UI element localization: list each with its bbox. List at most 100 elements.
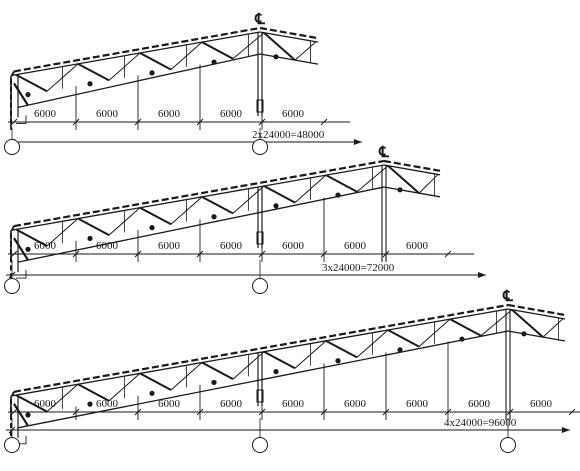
top-chord xyxy=(11,164,385,231)
truss-node xyxy=(87,81,93,87)
truss-node xyxy=(149,70,155,76)
top-chord xyxy=(11,31,261,77)
dimension-tick xyxy=(258,250,266,258)
centerline-symbol: ℄ xyxy=(254,12,265,28)
roof-line-dashed xyxy=(13,26,261,73)
truss-node xyxy=(521,331,527,337)
web-diagonal xyxy=(387,164,420,194)
web-diagonal xyxy=(15,73,48,93)
web-diagonal xyxy=(77,383,110,402)
web-diagonal xyxy=(15,228,48,247)
dimension-tick xyxy=(382,250,390,258)
dimension-tick xyxy=(10,408,18,416)
dimension-tick xyxy=(196,408,204,416)
roof-line-dashed xyxy=(13,303,509,393)
panel-dimension-label: 6000 xyxy=(344,398,367,410)
dimension-tick xyxy=(320,408,328,416)
dimension-tick xyxy=(568,408,576,416)
panel-dimension-label: 6000 xyxy=(34,108,57,120)
panel-dimension-label: 6000 xyxy=(406,398,429,410)
knee-brace xyxy=(13,237,29,261)
web-diagonal xyxy=(201,195,234,215)
web-diagonal xyxy=(325,339,358,359)
truss-node xyxy=(87,235,93,242)
panel-dimension-label: 6000 xyxy=(530,398,553,410)
web-diagonal xyxy=(263,31,296,61)
dimension-tick xyxy=(382,408,390,416)
truss-node xyxy=(149,225,155,231)
truss-node xyxy=(25,246,31,252)
top-chord xyxy=(507,308,566,320)
dimension-tick xyxy=(320,250,328,258)
truss-node xyxy=(459,336,465,342)
grid-axis-bubble xyxy=(4,139,20,155)
web-diagonal xyxy=(263,350,296,370)
truss-node xyxy=(211,214,217,220)
truss-node xyxy=(149,390,155,396)
bottom-chord xyxy=(17,330,509,429)
panel-dimension-label: 6000 xyxy=(158,240,181,252)
column-base xyxy=(256,231,264,245)
truss-node xyxy=(273,203,279,209)
web-diagonal xyxy=(511,308,544,338)
eave-detail xyxy=(16,270,27,279)
grid-axis-bubble xyxy=(500,437,516,453)
span-dimension-label: 3x24000=72000 xyxy=(322,262,395,274)
panel-dimension-label: 6000 xyxy=(282,108,305,120)
dimension-tick xyxy=(320,118,328,126)
truss-node xyxy=(25,412,31,418)
dimension-tick xyxy=(10,250,18,258)
panel-dimension-label: 6000 xyxy=(96,240,119,252)
web-diagonal xyxy=(77,217,110,237)
bottom-chord xyxy=(17,53,261,109)
grid-axis-bubble xyxy=(4,278,20,294)
truss-node xyxy=(87,401,93,407)
truss-node xyxy=(335,192,341,198)
web-diagonal xyxy=(542,318,564,338)
bottom-chord xyxy=(383,186,441,198)
dimension-tick xyxy=(134,408,142,416)
knee-brace xyxy=(13,403,29,427)
truss-node xyxy=(397,347,403,353)
bottom-chord xyxy=(507,330,566,342)
web-diagonal xyxy=(449,318,482,337)
dimension-tick xyxy=(10,118,18,126)
web-diagonal xyxy=(418,174,439,194)
span-arrowhead xyxy=(562,427,570,433)
panel-dimension-label: 6000 xyxy=(344,240,367,252)
panel-dimension-label: 6000 xyxy=(96,108,119,120)
web-diagonal xyxy=(201,361,234,381)
dimension-tick xyxy=(258,408,266,416)
panel-dimension-label: 6000 xyxy=(282,240,305,252)
web-diagonal xyxy=(387,329,420,348)
truss-node xyxy=(211,379,217,386)
knee-brace xyxy=(13,82,29,106)
web-diagonal xyxy=(201,41,234,60)
centerline-symbol: ℄ xyxy=(502,289,513,305)
dimension-tick xyxy=(506,408,514,416)
roof-line-dashed xyxy=(13,159,385,228)
bottom-chord xyxy=(259,53,319,65)
web-diagonal xyxy=(263,185,296,204)
truss-node xyxy=(335,358,341,364)
grid-axis-bubble xyxy=(252,437,268,453)
bottom-chord xyxy=(17,186,385,263)
web-diagonal xyxy=(15,394,48,413)
top-chord xyxy=(11,308,509,397)
eave-detail xyxy=(16,115,27,124)
top-chord xyxy=(259,31,319,43)
grid-axis-bubble xyxy=(252,139,268,155)
truss-node xyxy=(273,54,279,60)
column-base xyxy=(256,389,264,403)
dimension-tick xyxy=(134,118,142,126)
truss-node xyxy=(211,59,217,65)
panel-dimension-label: 6000 xyxy=(406,240,429,252)
centerline-symbol: ℄ xyxy=(378,145,389,161)
web-diagonal xyxy=(294,41,317,61)
panel-dimension-label: 6000 xyxy=(468,398,491,410)
panel-dimension-label: 6000 xyxy=(220,108,243,120)
web-diagonal xyxy=(139,206,172,226)
truss-node xyxy=(25,92,31,98)
web-diagonal xyxy=(77,62,110,82)
dimension-tick xyxy=(72,408,80,416)
